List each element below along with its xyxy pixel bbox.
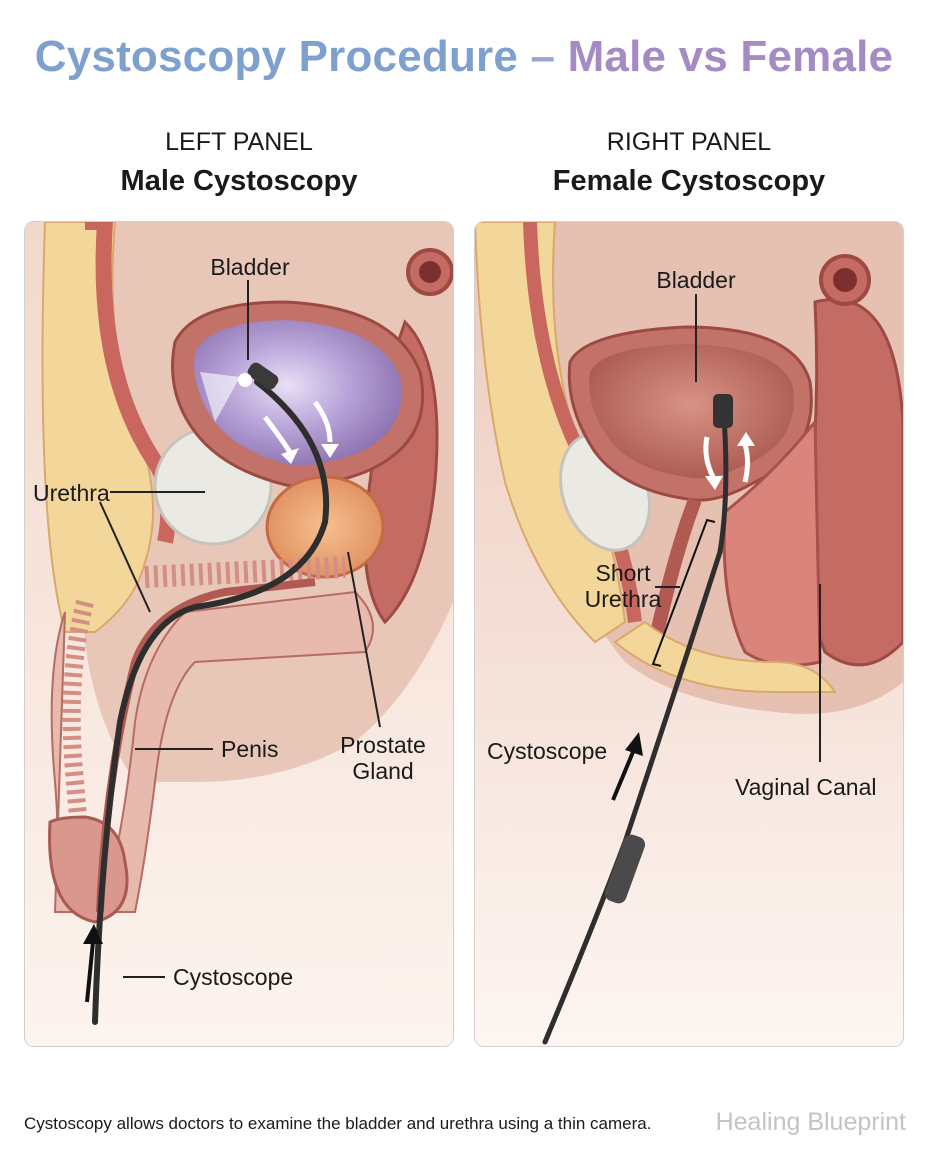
motion-arrow-1-head [705,476,723,490]
left-panel-heading: LEFT PANEL Male Cystoscopy [24,128,454,198]
cystoscope-shaft [542,399,729,1045]
title-right: Male vs Female [567,32,894,81]
cystoscope-light [238,373,252,387]
corpus-cavernosum [62,599,94,884]
motion-arrow-2 [312,400,333,443]
label-short-urethra-line2: Urethra [584,586,662,612]
label-cystoscope: Cystoscope [487,738,608,764]
motion-arrow-2 [742,443,750,483]
motion-arrow-1-head [281,448,299,464]
cystoscope-handle [604,834,646,904]
cystoscope-tip [713,394,733,428]
entry-arrow-head [625,732,643,756]
entry-arrow-line [611,751,635,801]
label-cystoscope: Cystoscope [173,964,294,990]
bladder-lumen [194,320,402,466]
urethra-leader-d [99,501,151,613]
left-panel-title: Male Cystoscopy [120,165,358,197]
prostate-leader [347,551,381,728]
short-urethra-tube [648,497,702,644]
footer-caption: Cystoscopy allows doctors to examine the… [24,1114,652,1133]
entry-arrow-line [85,941,95,1003]
label-vaginal-canal: Vaginal Canal [735,774,877,800]
cystoscope-tip [247,362,279,390]
title-left: Cystoscopy Procedure [34,32,519,81]
female-anatomy-illustration [475,222,903,1046]
female-anatomy-panel: Bladder Short Urethra Cystoscope Vaginal… [474,221,904,1047]
right-panel-heading: RIGHT PANEL Female Cystoscopy [474,128,904,198]
label-bladder: Bladder [210,254,290,280]
right-panel-title: Female Cystoscopy [552,165,826,197]
label-urethra: Urethra [33,480,110,506]
motion-arrow-1 [703,436,716,479]
male-anatomy-illustration [25,222,453,1046]
label-prostate-line1: Prostate [340,732,426,758]
colon-lumen [419,261,441,283]
penis-shaft [50,590,374,913]
page-title: Cystoscopy Procedure – Male vs Female [0,32,928,82]
left-panel-caption: LEFT PANEL [165,128,313,156]
perineum-fat [613,620,837,693]
motion-arrow-2-head [321,444,339,458]
label-short-urethra: Short Urethra [583,560,663,612]
label-prostate-gland: Prostate Gland [323,732,443,784]
brand-watermark: Healing Blueprint [715,1108,906,1136]
cystoscope-shaft [92,379,330,1025]
male-anatomy-panel: Bladder Urethra Penis Prostate Gland Cys… [24,221,454,1047]
motion-arrow-2-head [737,432,755,446]
title-dash: – [530,32,556,81]
colon-lumen [833,268,857,292]
label-penis: Penis [221,736,279,762]
short-urethra-bracket [651,518,716,667]
label-short-urethra-line1: Short [595,560,651,586]
right-panel-caption: RIGHT PANEL [606,128,772,156]
cystoscope-light-beam [200,372,240,422]
corpus-spongiosum [144,556,346,588]
label-prostate-line2: Gland [352,758,414,784]
motion-arrow-1 [262,415,293,454]
label-bladder: Bladder [656,267,736,293]
entry-arrow-head [83,924,103,944]
